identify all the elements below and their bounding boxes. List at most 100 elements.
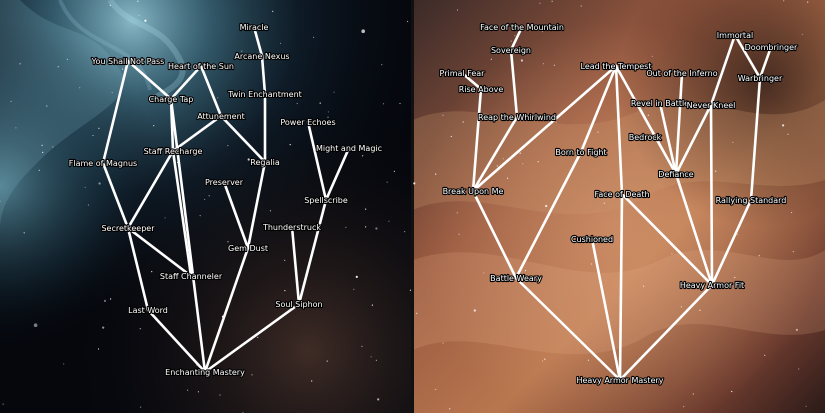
star <box>365 208 367 210</box>
skill-node-regalia[interactable]: Regalia <box>249 157 281 168</box>
skill-node-primal-fear[interactable]: Primal Fear <box>438 68 486 79</box>
star <box>208 195 210 197</box>
skill-node-staff-channeler[interactable]: Staff Channeler <box>159 271 224 282</box>
star <box>319 102 321 104</box>
skill-node-charge-tap[interactable]: Charge Tap <box>148 94 195 105</box>
star <box>544 358 546 360</box>
skill-node-doombringer[interactable]: Doombringer <box>744 42 800 53</box>
skill-node-heavy-armor-mastery[interactable]: Heavy Armor Mastery <box>575 375 665 386</box>
star <box>456 9 459 11</box>
star <box>541 31 544 33</box>
skill-node-born-to-fight[interactable]: Born to Fight <box>554 147 607 158</box>
star <box>519 152 521 154</box>
skill-node-attunement[interactable]: Attunement <box>196 111 246 122</box>
star <box>153 125 155 127</box>
skill-node-miracle[interactable]: Miracle <box>238 22 269 33</box>
skill-node-you-shall-not-pass[interactable]: You Shall Not Pass <box>90 56 166 67</box>
star <box>121 68 124 70</box>
skill-node-lead-the-tempest[interactable]: Lead the Tempest <box>579 61 652 72</box>
star <box>139 328 141 330</box>
skill-node-staff-recharge[interactable]: Staff Recharge <box>142 146 203 157</box>
skill-node-warbringer[interactable]: Warbringer <box>737 73 784 84</box>
star <box>371 304 373 306</box>
star <box>151 271 153 273</box>
skill-node-face-of-death[interactable]: Face of Death <box>593 189 650 200</box>
skill-node-preserver[interactable]: Preserver <box>204 177 245 188</box>
star <box>399 102 401 105</box>
skill-node-cushioned[interactable]: Cushioned <box>570 234 614 245</box>
star <box>63 363 65 365</box>
skill-node-flame-of-magnus[interactable]: Flame of Magnus <box>68 158 139 169</box>
skill-node-heart-of-the-sun[interactable]: Heart of the Sun <box>167 61 235 72</box>
skill-node-reap-the-whirlwind[interactable]: Reap the Whirlwind <box>477 112 557 123</box>
skill-node-rallying-standard[interactable]: Rallying Standard <box>715 195 788 206</box>
skill-node-immortal[interactable]: Immortal <box>716 30 755 41</box>
star <box>98 127 100 129</box>
skill-node-out-of-the-inferno[interactable]: Out of the Inferno <box>645 68 719 79</box>
skill-node-heavy-armor-fit[interactable]: Heavy Armor Fit <box>679 280 746 291</box>
star <box>483 272 485 274</box>
star <box>798 368 800 370</box>
skill-node-bedrock[interactable]: Bedrock <box>628 132 663 143</box>
star <box>111 91 113 94</box>
skill-node-sovereign[interactable]: Sovereign <box>490 45 532 56</box>
star <box>2 403 4 405</box>
skill-node-gem-dust[interactable]: Gem Dust <box>227 243 269 254</box>
skill-node-spellscribe[interactable]: Spellscribe <box>303 195 349 206</box>
star <box>382 103 385 105</box>
skill-node-battle-weary[interactable]: Battle Weary <box>489 273 543 284</box>
star <box>386 181 388 183</box>
edge-you-shall-not-pass-to-flame-of-magnus <box>101 59 130 165</box>
star <box>791 211 793 214</box>
edge-immortal-to-never-kneel <box>709 33 737 107</box>
star <box>227 145 229 147</box>
star <box>144 19 147 22</box>
star <box>807 1 809 3</box>
star <box>269 210 272 212</box>
skill-node-power-echoes[interactable]: Power Echoes <box>279 117 336 128</box>
star <box>19 63 21 65</box>
star <box>97 348 100 350</box>
right-panel-background <box>413 0 825 413</box>
star <box>731 390 733 393</box>
skill-node-thunderstruck[interactable]: Thunderstruck <box>261 222 323 233</box>
skill-node-break-upon-me[interactable]: Break Upon Me <box>441 186 504 197</box>
star <box>362 155 364 157</box>
skill-node-never-kneel[interactable]: Never Kneel <box>686 100 737 111</box>
skill-node-secretkeeper[interactable]: Secretkeeper <box>100 223 156 234</box>
star <box>375 359 377 361</box>
star <box>84 186 86 188</box>
star <box>138 14 140 16</box>
skill-node-enchanting-mastery[interactable]: Enchanting Mastery <box>164 367 246 378</box>
skill-node-arcane-nexus[interactable]: Arcane Nexus <box>233 51 290 62</box>
star <box>66 58 68 61</box>
star <box>137 0 139 2</box>
skill-node-rise-above[interactable]: Rise Above <box>458 84 505 95</box>
star <box>38 169 40 171</box>
edge-regalia-to-gem-dust <box>246 160 267 250</box>
star <box>197 391 199 393</box>
star <box>603 202 605 204</box>
star <box>496 165 498 167</box>
star <box>805 405 807 407</box>
skill-node-last-word[interactable]: Last Word <box>127 305 169 316</box>
skill-node-twin-enchantment[interactable]: Twin Enchantment <box>226 89 303 100</box>
star <box>413 182 416 185</box>
star <box>462 121 464 123</box>
skill-node-might-and-magic[interactable]: Might and Magic <box>315 143 383 154</box>
edge-never-kneel-to-defiance <box>674 103 713 176</box>
skill-node-soul-siphon[interactable]: Soul Siphon <box>274 299 323 310</box>
star <box>473 309 476 312</box>
edge-heavy-armor-fit-to-heavy-armor-mastery <box>618 283 714 382</box>
skill-node-defiance[interactable]: Defiance <box>657 169 695 180</box>
star <box>490 58 492 60</box>
skill-node-revel-in-battle[interactable]: Revel in Battle <box>630 98 690 109</box>
edge-gem-dust-to-preserver <box>222 180 250 250</box>
skill-node-face-of-the-mountain[interactable]: Face of the Mountain <box>479 22 565 33</box>
edge-might-and-magic-to-spellscribe <box>324 146 351 202</box>
star <box>365 226 367 228</box>
star <box>647 114 649 116</box>
star <box>671 253 673 255</box>
